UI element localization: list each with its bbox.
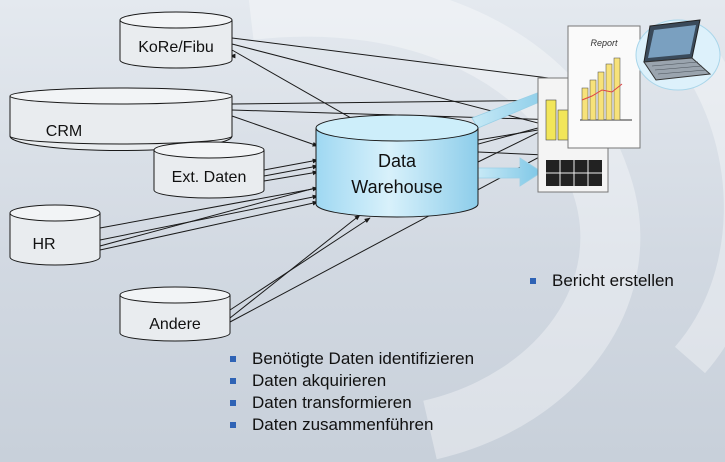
arrow-kore-warehouse	[231, 49, 373, 131]
background-swoosh-right	[674, 48, 725, 374]
source-hr: HR	[9, 204, 101, 266]
report-step-list: Bericht erstellen	[530, 270, 674, 292]
source-crm: CRM	[9, 87, 233, 152]
arrow-ext-warehouse	[263, 164, 319, 177]
source-kore-label: KoRe/Fibu	[138, 39, 214, 56]
arrow-crm-warehouse	[231, 115, 319, 147]
process-steps-list: Benötigte Daten identifizieren Daten akq…	[230, 348, 474, 436]
arrow-hr-warehouse-1	[99, 186, 319, 229]
arrow-hr-warehouse-3	[99, 200, 319, 251]
source-hr-label: HR	[32, 236, 55, 253]
step-item: Benötigte Daten identifizieren	[230, 348, 474, 370]
arrow-ext-warehouse-3	[263, 170, 319, 182]
report-title: Report	[590, 38, 618, 48]
source-ext-label: Ext. Daten	[172, 169, 247, 186]
big-arrow-lower	[477, 157, 543, 187]
warehouse-label-line1: Data	[378, 151, 417, 171]
arrow-andere-warehouse-2	[229, 214, 361, 319]
arrow-kore-report-top	[231, 37, 581, 84]
report-front-sheet: Report	[567, 25, 641, 149]
source-andere-label: Andere	[149, 316, 201, 333]
step-item: Daten transformieren	[230, 392, 474, 414]
arrow-hr-warehouse-2	[99, 194, 319, 241]
laptop-icon	[635, 19, 721, 91]
source-ext: Ext. Daten	[153, 141, 265, 199]
report-step-item: Bericht erstellen	[530, 270, 674, 292]
data-warehouse: Data Warehouse	[315, 114, 479, 218]
step-item: Daten zusammenführen	[230, 414, 474, 436]
arrow-kore-report-mid	[231, 43, 566, 131]
arrow-ext-warehouse-2	[263, 158, 319, 171]
arrow-warehouse-report-2	[477, 151, 546, 158]
arrow-andere-warehouse-1	[229, 217, 371, 311]
source-crm-label: CRM	[46, 123, 82, 140]
source-kore: KoRe/Fibu	[119, 11, 233, 69]
step-item: Daten akquirieren	[230, 370, 474, 392]
connector-arrows	[99, 37, 591, 323]
source-andere: Andere	[119, 286, 231, 342]
arrow-andere-report	[229, 129, 591, 323]
warehouse-label-line2: Warehouse	[351, 177, 442, 197]
